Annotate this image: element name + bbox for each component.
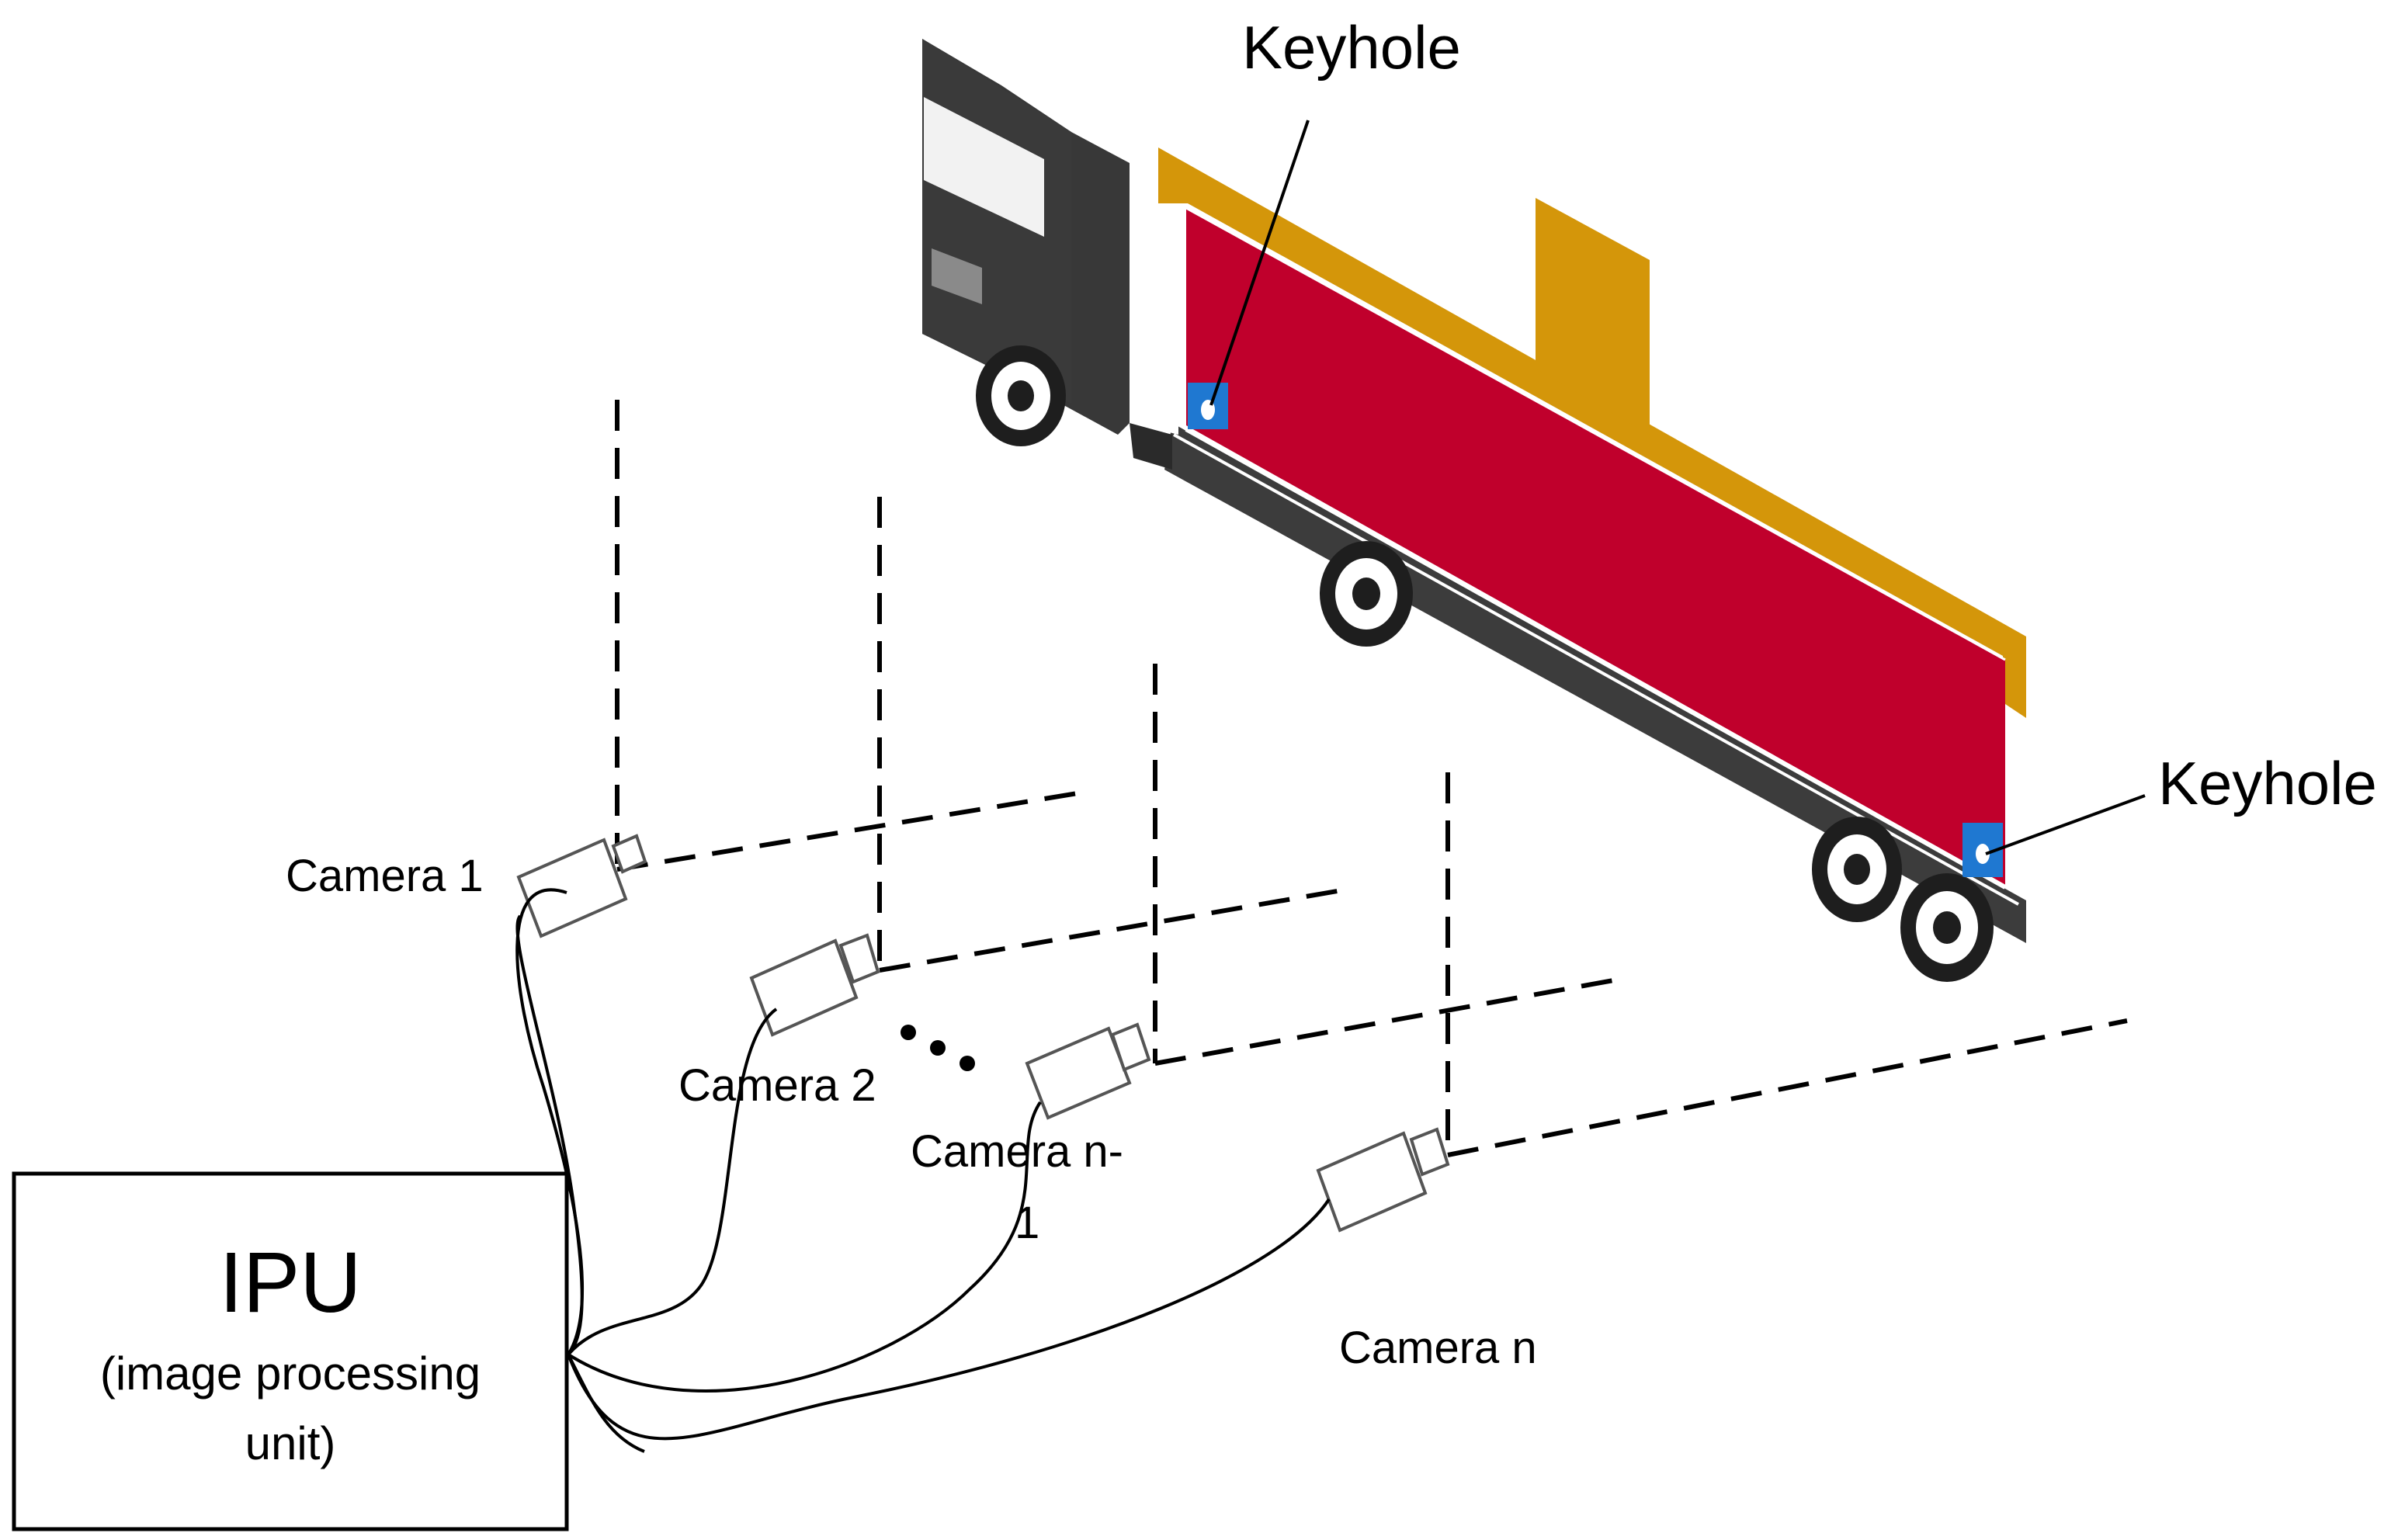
keyhole-marker-front — [1188, 383, 1228, 429]
camera-icon-1 — [516, 834, 647, 938]
camera-cables — [515, 888, 1331, 1453]
cab-window — [924, 97, 1044, 237]
keyhole-rear-label: Keyhole — [2158, 749, 2377, 817]
ipu-description-line1: (image processing — [100, 1348, 481, 1400]
keyhole-rear-leader — [1985, 794, 2146, 855]
camera-1-label: Camera 1 — [286, 851, 484, 901]
truck-cab — [922, 39, 1172, 470]
keyhole-top-label: Keyhole — [1242, 13, 1461, 82]
ipu-title: IPU — [219, 1235, 361, 1330]
camera-2-label: Camera 2 — [678, 1060, 876, 1111]
keyhole-top-leader — [1209, 120, 1310, 406]
camera-icon-n — [1316, 1127, 1450, 1233]
wheel-icon — [976, 345, 1066, 446]
ipu-description-line2: unit) — [245, 1417, 336, 1469]
camera-n-minus-1-label-line1: Camera n- — [911, 1126, 1123, 1177]
trailer-roof — [1158, 147, 2026, 718]
wheel-icon — [1320, 541, 1413, 647]
ellipsis-dots: ... — [901, 1025, 975, 1071]
camera-icon-2 — [749, 933, 880, 1037]
field-of-view-lines — [615, 400, 2128, 1157]
truck-illustration — [922, 39, 2026, 982]
camera-icon-n-minus-1 — [1025, 1022, 1151, 1120]
cab-grille — [932, 248, 982, 304]
ipu-box: IPU (image processing unit) — [12, 1171, 569, 1531]
camera-n-label: Camera n — [1339, 1323, 1537, 1373]
wheel-icon — [1812, 817, 1902, 922]
trailer-side — [1186, 208, 2005, 885]
wheel-icon — [1900, 873, 1994, 982]
